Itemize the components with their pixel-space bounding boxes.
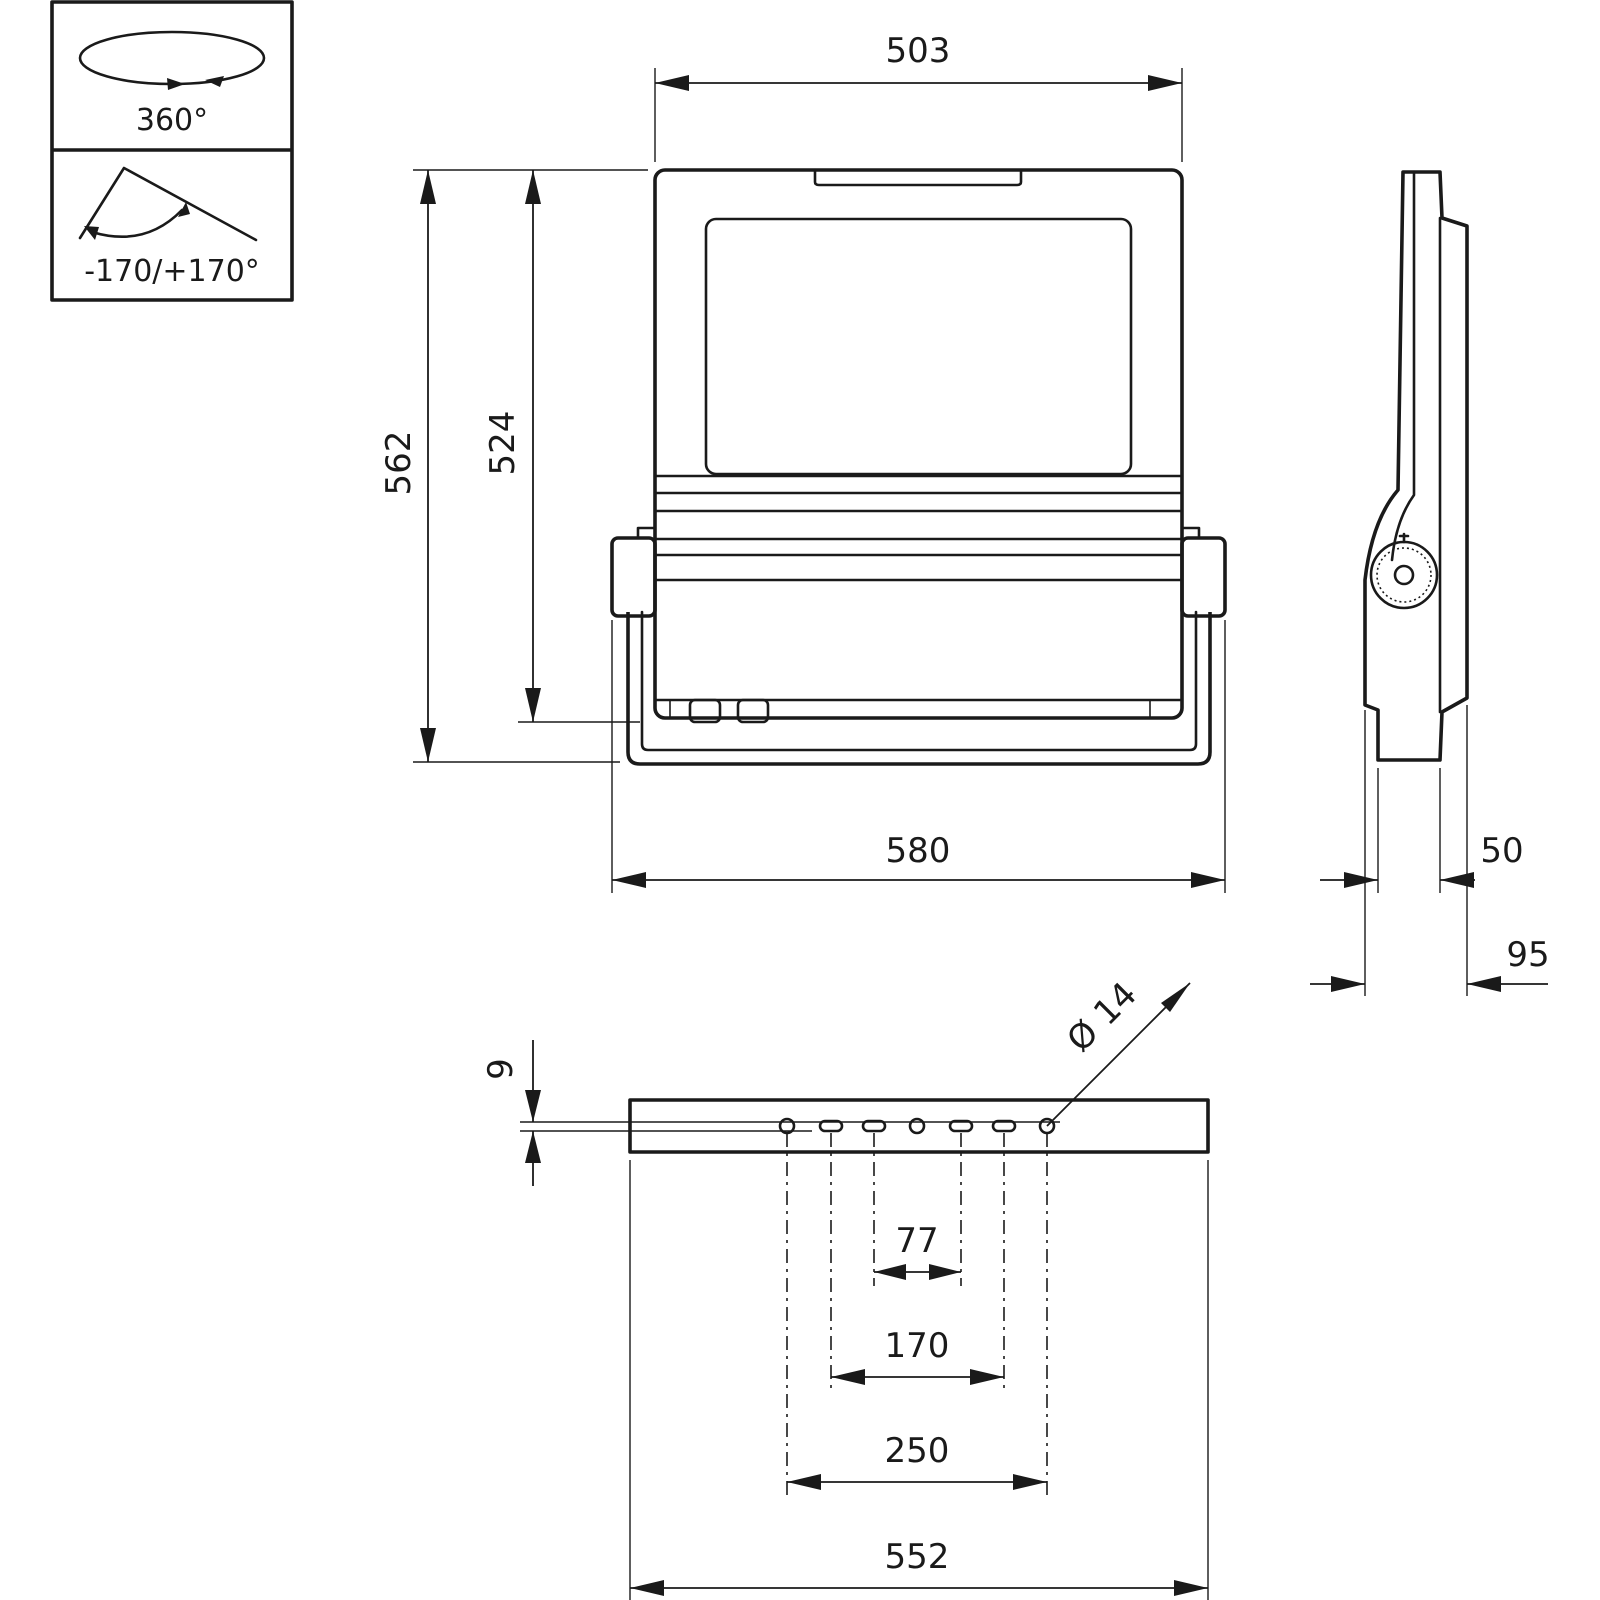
slot bbox=[818, 1119, 844, 1133]
dimension-label: 580 bbox=[886, 831, 951, 871]
adjustment-legend: 360° -170/+170° bbox=[50, 0, 294, 302]
dimension-label: 562 bbox=[379, 431, 419, 496]
dimension-label: 552 bbox=[885, 1537, 950, 1577]
dimension-label: 95 bbox=[1506, 935, 1549, 975]
u-bracket bbox=[626, 612, 1212, 766]
glass-window bbox=[704, 217, 1133, 476]
left-pivot-block bbox=[610, 536, 657, 618]
dimension-524: 524 bbox=[483, 170, 640, 723]
rotation-360-icon bbox=[78, 30, 266, 90]
dimension-diameter-14: Ø 14 bbox=[1046, 974, 1191, 1127]
rotation-label: 360° bbox=[136, 103, 208, 138]
dimension-562: 562 bbox=[379, 169, 648, 763]
floodlight-front-view bbox=[610, 168, 1227, 766]
tilt-angle-icon bbox=[78, 166, 258, 242]
slot bbox=[861, 1119, 887, 1133]
slot bbox=[948, 1119, 974, 1133]
dimension-50: 50 bbox=[1320, 768, 1524, 893]
right-pivot-block bbox=[1180, 536, 1227, 618]
housing-outline bbox=[653, 168, 1184, 720]
tilt-label: -170/+170° bbox=[84, 254, 260, 289]
tilt-dial bbox=[1369, 532, 1439, 610]
dimension-95: 95 bbox=[1310, 705, 1550, 996]
dimension-label: Ø 14 bbox=[1059, 974, 1144, 1059]
bracket-bar bbox=[628, 1098, 1210, 1154]
top-handle bbox=[813, 168, 1023, 187]
bracket-bottom-view bbox=[520, 1098, 1210, 1495]
dimension-label: 503 bbox=[886, 31, 951, 71]
dimension-552: 552 bbox=[629, 1160, 1209, 1600]
cable-glands bbox=[669, 698, 1151, 724]
mount-holes bbox=[778, 1117, 1056, 1135]
dimension-580: 580 bbox=[611, 620, 1226, 893]
dimension-label: 250 bbox=[885, 1431, 950, 1471]
side-profile bbox=[1363, 170, 1469, 762]
dimension-label: 77 bbox=[895, 1221, 938, 1261]
dimension-9: 9 bbox=[481, 1040, 541, 1186]
center-hole bbox=[908, 1117, 926, 1135]
dimension-label: 9 bbox=[481, 1058, 521, 1080]
dimension-503: 503 bbox=[654, 31, 1183, 162]
slot bbox=[991, 1119, 1017, 1133]
dimension-label: 170 bbox=[885, 1326, 950, 1366]
dimension-170: 170 bbox=[831, 1326, 1004, 1385]
floodlight-side-view bbox=[1363, 170, 1469, 762]
dimension-label: 524 bbox=[483, 411, 523, 476]
dimension-77: 77 bbox=[874, 1221, 961, 1280]
dimension-label: 50 bbox=[1480, 831, 1523, 871]
dimension-250: 250 bbox=[787, 1431, 1047, 1490]
